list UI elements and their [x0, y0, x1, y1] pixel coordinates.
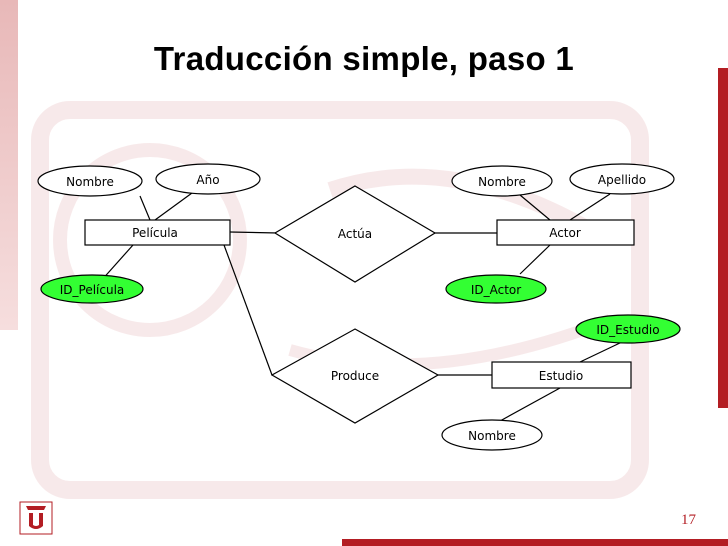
attribute-label: ID_Estudio [596, 323, 659, 337]
attribute-label: Apellido [598, 173, 646, 187]
line-actor-nombre [519, 194, 551, 221]
entity-label: Actor [549, 226, 581, 240]
attribute-label: ID_Película [60, 283, 125, 297]
entity-label: Estudio [539, 369, 583, 383]
attribute-actor-apellido: Apellido [569, 163, 675, 195]
line-pelicula-actua [229, 231, 279, 234]
entity-estudio: Estudio [491, 361, 632, 389]
right-decor-stripe [718, 68, 728, 408]
bottom-decor-stripe [342, 539, 728, 546]
entity-actor: Actor [496, 219, 635, 246]
attribute-label: Nombre [66, 175, 114, 189]
line-estudio-id [579, 341, 623, 363]
relationship-label: Produce [331, 369, 379, 383]
attribute-pelicula-ano: Año [155, 163, 261, 195]
attribute-label: Año [196, 173, 219, 187]
attribute-pelicula-id-key: ID_Película [40, 274, 144, 304]
relationship-actua: Actúa [273, 185, 437, 283]
line-actor-id [519, 244, 551, 275]
attribute-label: Nombre [468, 429, 516, 443]
connector-lines [99, 192, 623, 422]
attribute-pelicula-nombre: Nombre [37, 165, 143, 197]
page-number: 17 [681, 512, 696, 528]
relationship-produce: Produce [270, 328, 440, 424]
line-estudio-nombre [499, 387, 561, 422]
relationship-label: Actúa [338, 227, 372, 241]
attribute-label: Nombre [478, 175, 526, 189]
left-decor-stripe [0, 0, 18, 330]
attribute-estudio-nombre: Nombre [441, 419, 543, 451]
line-pelicula-produce [223, 244, 273, 376]
entity-label: Película [132, 226, 178, 240]
line-pelicula-nombre [139, 195, 151, 221]
attribute-actor-id-key: ID_Actor [445, 274, 547, 304]
attribute-label: ID_Actor [471, 283, 521, 297]
attribute-estudio-id-key: ID_Estudio [575, 314, 681, 344]
line-pelicula-ano [154, 192, 193, 221]
line-actor-apellido [569, 193, 611, 221]
attribute-actor-nombre: Nombre [451, 165, 553, 197]
slide-title: Traducción simple, paso 1 [153, 40, 575, 77]
entity-pelicula: Película [84, 219, 231, 246]
university-logo-icon [19, 501, 53, 535]
